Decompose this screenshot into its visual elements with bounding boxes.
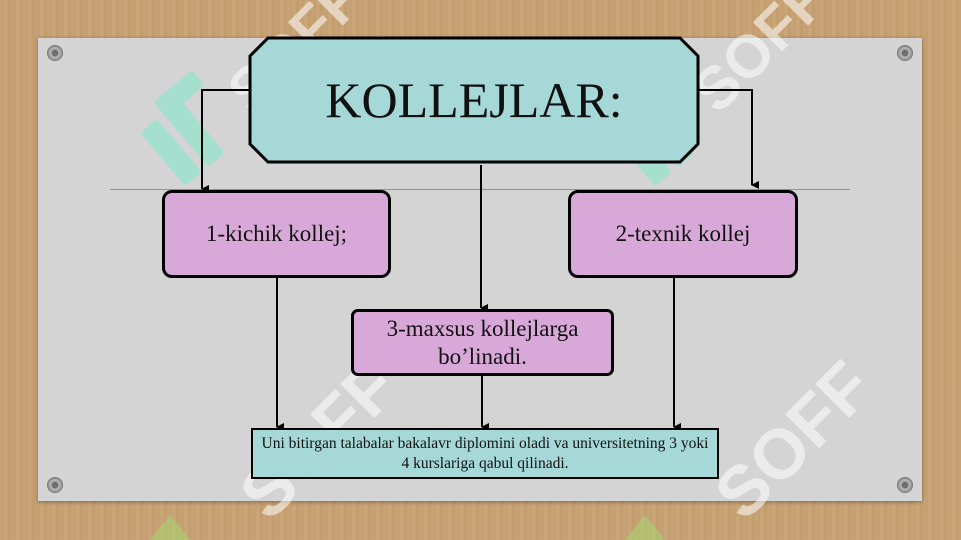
arrow-title-to-left (201, 89, 252, 193)
screw-icon (47, 477, 63, 493)
watermark-logo-icon (625, 515, 665, 540)
right-box: 2-texnik kollej (568, 190, 798, 278)
diagram-title: KOLLEJLAR: (325, 72, 623, 128)
watermark-logo-icon (141, 71, 224, 185)
center-box: 3-maxsus kollejlarga bo’linadi. (351, 309, 614, 376)
result-box: Uni bitirgan talabalar bakalavr diplomin… (251, 428, 719, 479)
arrow-title-to-right (697, 89, 759, 189)
left-box: 1-kichik kollej; (162, 190, 391, 278)
screw-icon (897, 477, 913, 493)
screw-icon (897, 45, 913, 61)
watermark-logo-icon (150, 515, 190, 540)
screw-icon (47, 45, 63, 61)
title-shape (248, 36, 700, 164)
